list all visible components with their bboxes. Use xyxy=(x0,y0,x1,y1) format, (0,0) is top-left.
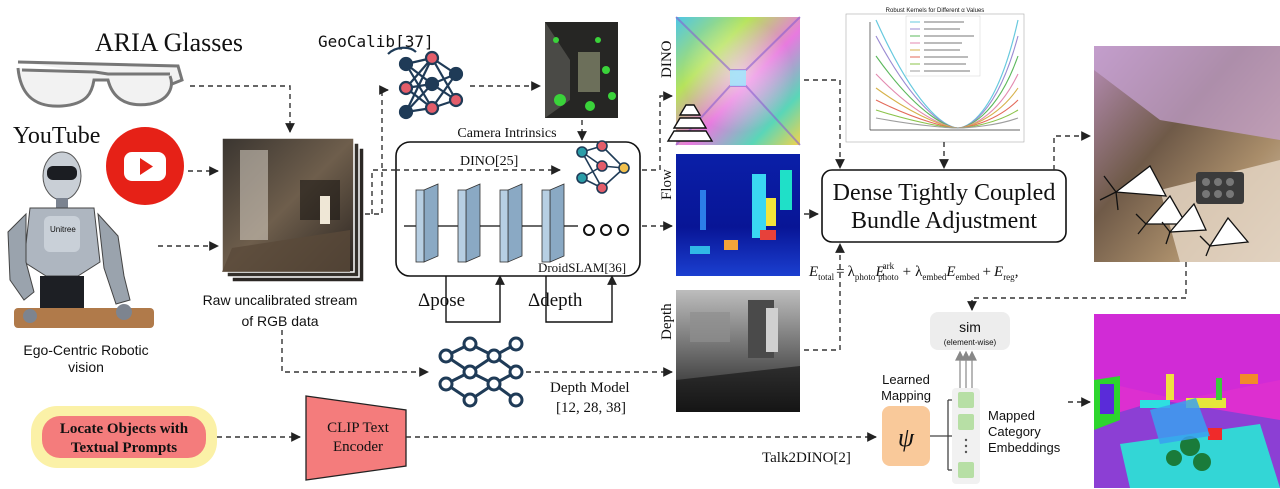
droid-dino-network-icon xyxy=(576,140,630,194)
depth-model-line2: [12, 28, 38] xyxy=(556,400,626,416)
flow-map xyxy=(676,154,800,276)
depth-map xyxy=(676,290,800,412)
sim-box: sim (element-wise) xyxy=(930,312,1010,350)
aria-glasses-icon xyxy=(16,60,184,108)
camera-intrinsics-label: Camera Intrinsics xyxy=(457,126,556,141)
learned-mapping-line2: Mapping xyxy=(881,388,931,403)
clip-line1: CLIP Text xyxy=(327,420,390,436)
bundle-adjustment-line2: Bundle Adjustment xyxy=(851,208,1037,234)
text-prompt-box[interactable]: Locate Objects with Textual Prompts xyxy=(31,406,217,468)
depth-to-ba-arrow xyxy=(804,243,845,351)
reconstruction-view xyxy=(1094,46,1280,262)
droid-to-dino-arrow xyxy=(642,91,673,171)
depth-map-label: Depth xyxy=(659,303,675,340)
delta-pose-label: Δpose xyxy=(418,290,465,311)
rgb-stream-frames xyxy=(221,137,365,283)
depth-model-network-icon xyxy=(438,336,524,408)
psi-symbol: ψ xyxy=(898,423,915,452)
stream-caption-line1: Raw uncalibrated stream xyxy=(203,292,358,308)
camera-intrinsics-pointcloud xyxy=(545,22,618,118)
droid-layer-blocks xyxy=(404,183,629,263)
youtube-label: YouTube xyxy=(13,123,100,149)
camera-frustum-icon xyxy=(666,104,714,142)
stream-to-geocalib-arrow xyxy=(365,85,389,215)
camera-pose-icons xyxy=(1099,165,1250,257)
pose-feedback-loop xyxy=(445,275,505,323)
depth-model-line1: Depth Model xyxy=(550,380,630,396)
mapped-embeddings-column xyxy=(952,388,980,484)
mapped-line1: Mapped xyxy=(988,408,1035,423)
droid-dino-label: DINO[25] xyxy=(460,154,518,169)
ba-to-reconstruction-arrow xyxy=(1053,131,1091,170)
dino-map-label: DINO xyxy=(659,40,675,78)
mapped-line2: Category xyxy=(988,424,1041,439)
stream-to-depth-model-arrow xyxy=(281,330,429,377)
delta-depth-label: Δdepth xyxy=(528,290,583,311)
droidslam-label: DroidSLAM[36] xyxy=(538,260,626,275)
geocalib-network-icon xyxy=(387,46,464,120)
clip-text-encoder: CLIP Text Encoder xyxy=(305,395,407,481)
bundle-adjustment-box xyxy=(821,169,1067,243)
talk2dino-label: Talk2DINO[2] xyxy=(762,450,851,466)
sim-label: sim xyxy=(959,319,981,335)
clip-line2: Encoder xyxy=(333,439,383,455)
aria-glasses-label: ARIA Glasses xyxy=(95,28,243,57)
sim-sublabel: (element-wise) xyxy=(944,338,997,347)
psi-mapping-box: ψ xyxy=(882,406,930,466)
embedding-to-sim-lines xyxy=(955,350,977,388)
reconstruction-to-sim-arrow xyxy=(967,262,1187,311)
youtube-icon xyxy=(106,127,184,205)
robot-label-line1: Ego-Centric Robotic xyxy=(23,342,148,358)
aria-to-stream-arrow xyxy=(190,85,295,133)
flow-map-label: Flow xyxy=(659,169,675,200)
depth-feedback-loop xyxy=(545,275,617,323)
robot-chest-text: Unitree xyxy=(50,225,76,234)
learned-mapping-line1: Learned xyxy=(882,372,930,387)
geocalib-label: GeoCalib[37] xyxy=(318,32,434,51)
robot-label-line2: vision xyxy=(68,359,104,375)
dino-to-ba-arrow xyxy=(804,79,845,169)
stream-caption-line2: of RGB data xyxy=(241,313,318,329)
robot-icon: Unitree xyxy=(7,151,154,328)
bundle-adjustment-line1: Dense Tightly Coupled xyxy=(833,180,1056,206)
mapped-line3: Embeddings xyxy=(988,440,1061,455)
robust-kernel-plot: Robust Kernels for Different α Values xyxy=(845,8,1025,143)
prompt-line1: Locate Objects with xyxy=(60,421,189,437)
kernel-plot-title: Robust Kernels for Different α Values xyxy=(886,8,985,14)
prompt-line2: Textual Prompts xyxy=(71,440,177,456)
stream-to-droid-line xyxy=(371,169,395,214)
semantic-segmentation-view xyxy=(1094,314,1280,488)
